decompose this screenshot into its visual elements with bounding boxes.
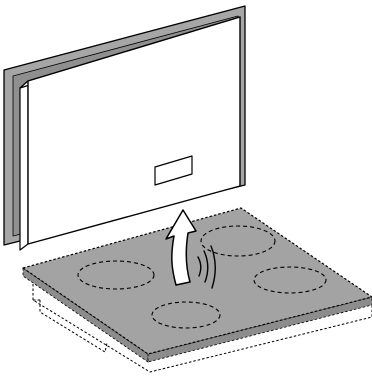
cooking-zone (151, 301, 221, 329)
cooking-zone (77, 260, 155, 290)
cooktop (22, 207, 372, 363)
cooktop-right-edge (147, 296, 372, 363)
door-handle-recess (154, 155, 193, 186)
cutout-outline (32, 284, 372, 373)
cooking-zones (77, 225, 327, 329)
cabinet-door (19, 16, 241, 251)
cabinet-door-face (27, 16, 241, 245)
cabinet-door-edge (19, 80, 29, 251)
lift-arrow-icon (165, 209, 197, 286)
cooking-zone (253, 266, 327, 294)
motion-lines-icon (197, 245, 216, 289)
cooking-zone (200, 225, 276, 257)
cooktop-glass-surface (22, 207, 372, 355)
